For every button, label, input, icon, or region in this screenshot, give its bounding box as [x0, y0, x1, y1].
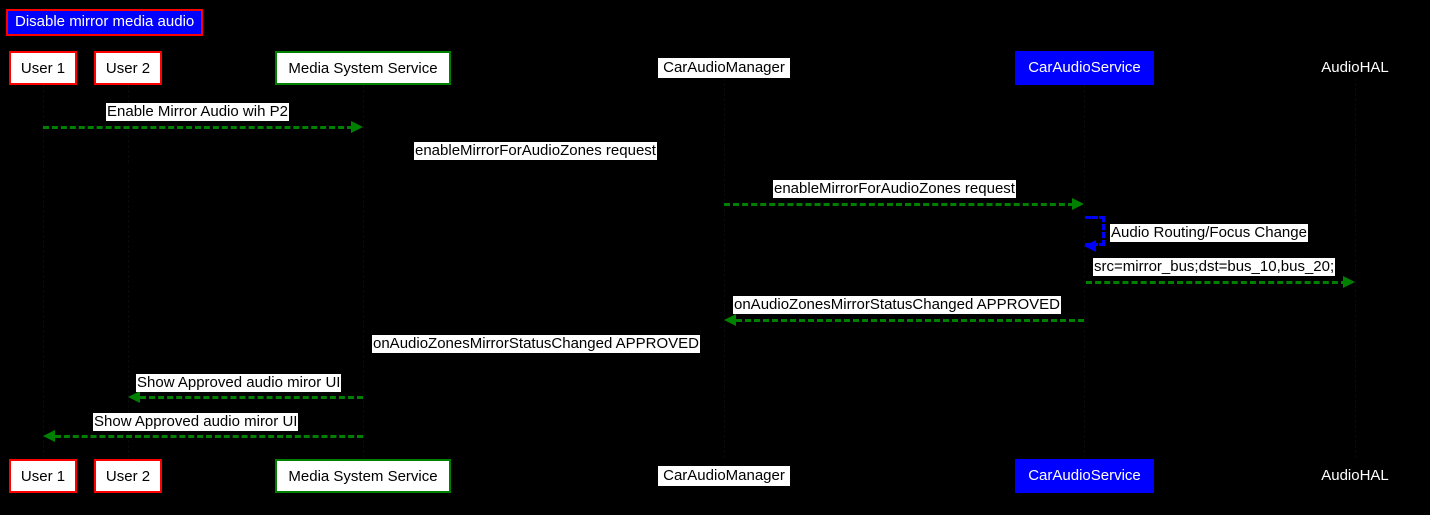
- participant-user1-bottom[interactable]: User 1: [9, 459, 77, 493]
- lifeline-media-service: [363, 85, 365, 458]
- message-arrowhead-src-mirror-bus: [1343, 276, 1355, 288]
- participant-car-audio-service-bottom[interactable]: CarAudioService: [1015, 459, 1154, 493]
- message-arrowhead-show-approved-ui-user2: [128, 391, 140, 403]
- participant-car-audio-service-top[interactable]: CarAudioService: [1015, 51, 1154, 85]
- message-line-src-mirror-bus: [1086, 281, 1347, 284]
- self-message-arrowhead-audio-routing-focus-change: [1084, 240, 1096, 252]
- message-label-enable-mirror-for-audio-zones-2: enableMirrorForAudioZones request: [773, 180, 1016, 198]
- participant-audio-hal-top[interactable]: AudioHAL: [1321, 59, 1389, 76]
- message-line-mirror-status-changed-approved-2: [375, 358, 724, 361]
- message-arrowhead-show-approved-ui-user1: [43, 430, 55, 442]
- message-label-show-approved-ui-user1: Show Approved audio miror UI: [93, 413, 299, 431]
- message-label-enable-mirror-for-audio-zones-1: enableMirrorForAudioZones request: [414, 142, 657, 160]
- message-label-show-approved-ui-user2: Show Approved audio miror UI: [136, 374, 342, 392]
- message-label-mirror-status-changed-approved-1: onAudioZonesMirrorStatusChanged APPROVED: [733, 296, 1062, 314]
- message-arrowhead-enable-mirror-for-audio-zones-1: [712, 160, 724, 172]
- lifeline-car-audio-service: [1084, 85, 1086, 458]
- participant-user2-top[interactable]: User 2: [94, 51, 162, 85]
- message-arrowhead-mirror-status-changed-approved-2: [363, 353, 375, 365]
- message-line-show-approved-ui-user2: [140, 396, 363, 399]
- lifeline-audio-hal: [1355, 78, 1357, 458]
- message-line-enable-mirror-for-audio-zones-2: [724, 203, 1074, 206]
- participant-user1-top[interactable]: User 1: [9, 51, 77, 85]
- message-arrowhead-mirror-status-changed-approved-1: [724, 314, 736, 326]
- participant-car-audio-manager-bottom[interactable]: CarAudioManager: [658, 466, 790, 486]
- participant-car-audio-manager-top[interactable]: CarAudioManager: [658, 58, 790, 78]
- message-arrowhead-enable-mirror-audio: [351, 121, 363, 133]
- lifeline-car-audio-manager: [724, 78, 726, 458]
- message-label-enable-mirror-audio: Enable Mirror Audio wih P2: [106, 103, 289, 121]
- message-line-enable-mirror-for-audio-zones-1: [128, 165, 714, 168]
- message-label-mirror-status-changed-approved-2: onAudioZonesMirrorStatusChanged APPROVED: [372, 335, 701, 353]
- participant-user2-bottom[interactable]: User 2: [94, 459, 162, 493]
- participant-media-system-service-bottom[interactable]: Media System Service: [275, 459, 451, 493]
- lifeline-user1: [43, 85, 45, 458]
- participant-audio-hal-bottom[interactable]: AudioHAL: [1321, 467, 1389, 484]
- self-message-label-audio-routing-focus-change: Audio Routing/Focus Change: [1110, 224, 1308, 242]
- message-line-show-approved-ui-user1: [55, 435, 363, 438]
- message-line-mirror-status-changed-approved-1: [736, 319, 1084, 322]
- participant-media-system-service-top[interactable]: Media System Service: [275, 51, 451, 85]
- message-arrowhead-enable-mirror-for-audio-zones-2: [1072, 198, 1084, 210]
- message-label-src-mirror-bus: src=mirror_bus;dst=bus_10,bus_20;: [1093, 258, 1336, 276]
- title-note: Disable mirror media audio: [6, 9, 204, 36]
- message-line-enable-mirror-audio: [43, 126, 353, 129]
- lifeline-user2: [128, 85, 130, 458]
